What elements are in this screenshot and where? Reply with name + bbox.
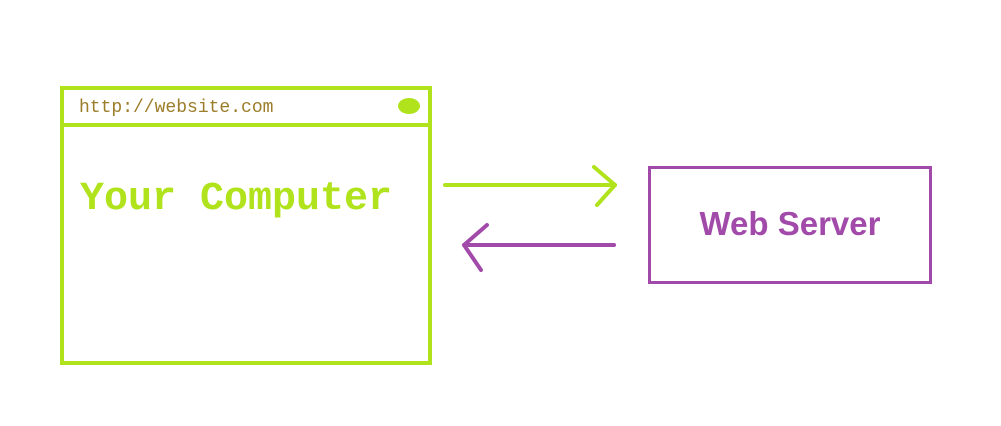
response-arrow: [462, 223, 616, 272]
address-bar: http://website.com: [64, 90, 428, 127]
url-text: http://website.com: [79, 98, 274, 118]
computer-label: Your Computer: [80, 177, 393, 222]
server-label: Web Server: [699, 205, 881, 242]
browser-status-dot-icon: [398, 98, 420, 114]
computer-browser-window: http://website.com Your Computer: [60, 86, 432, 365]
request-arrow: [443, 165, 617, 207]
web-server-box: Web Server: [648, 166, 932, 284]
